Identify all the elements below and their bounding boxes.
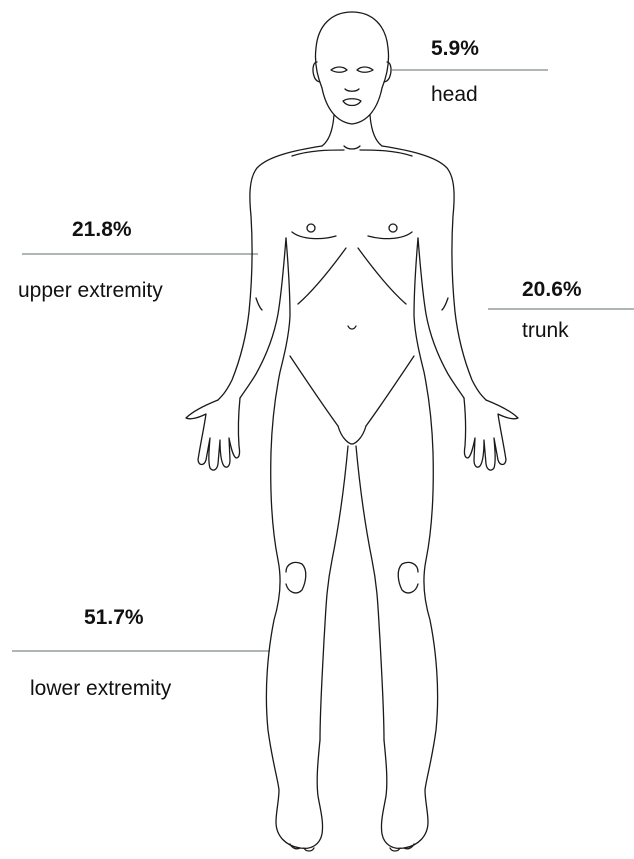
- right-eye: [357, 67, 373, 72]
- genital-area: [338, 426, 366, 444]
- left-eye: [331, 67, 347, 72]
- right-hand: [464, 398, 518, 470]
- collarbones: [292, 150, 412, 156]
- right-nipple: [389, 224, 397, 232]
- upper-extremity-label: upper extremity: [18, 280, 163, 301]
- head-outline: [315, 12, 388, 124]
- upper-extremity-percentage: 21.8%: [72, 219, 132, 240]
- left-leg-inner: [320, 446, 348, 740]
- left-nipple: [307, 224, 315, 232]
- nose: [345, 89, 359, 91]
- left-groin: [290, 356, 338, 426]
- lower-extremity-percentage: 51.7%: [84, 607, 144, 628]
- navel: [348, 326, 356, 329]
- right-arm-outer: [382, 146, 486, 400]
- head-label: head: [431, 84, 478, 105]
- chest-right: [368, 232, 412, 239]
- left-ribcage: [298, 248, 346, 304]
- body-outline: [186, 12, 518, 851]
- sternal-notch: [344, 146, 360, 149]
- head-percentage: 5.9%: [431, 38, 479, 59]
- left-knee: [286, 562, 306, 592]
- neck-right: [370, 115, 382, 146]
- left-hand: [186, 398, 240, 470]
- right-ribcage: [358, 248, 406, 304]
- right-leg-outer: [381, 452, 437, 848]
- left-arm-outer: [218, 146, 322, 400]
- neck-left: [322, 115, 334, 146]
- torso-left-side: [271, 238, 290, 452]
- torso-right-side: [414, 238, 433, 452]
- trunk-label: trunk: [522, 320, 569, 341]
- right-elbow: [442, 298, 448, 310]
- chest-left: [292, 232, 336, 239]
- right-leg-inner: [356, 446, 384, 740]
- mouth: [343, 99, 361, 106]
- lower-extremity-label: lower extremity: [30, 678, 171, 699]
- right-groin: [366, 356, 414, 426]
- trunk-percentage: 20.6%: [522, 279, 582, 300]
- left-leg-outer: [266, 452, 322, 848]
- left-elbow: [256, 298, 262, 310]
- right-knee: [398, 562, 418, 592]
